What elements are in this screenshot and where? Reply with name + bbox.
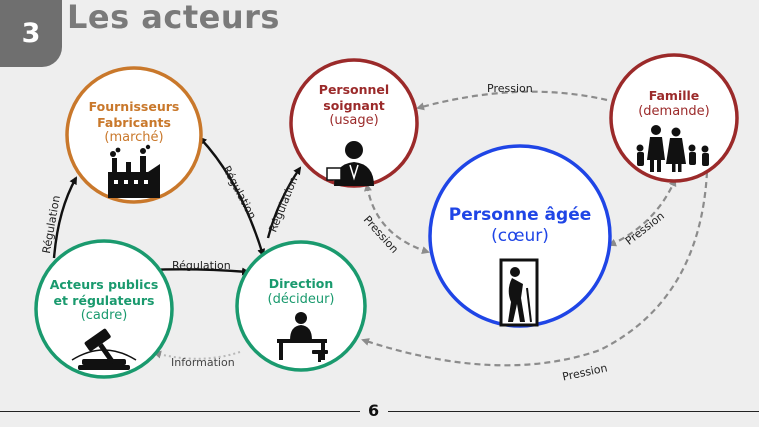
node-famille-role: (demande) <box>638 103 710 119</box>
node-direction-name: Direction <box>268 276 334 291</box>
doctor-icon <box>326 141 374 186</box>
footer-rule-right <box>388 411 759 412</box>
node-famille: Famille (demande) <box>624 88 724 120</box>
elderly-person-icon <box>499 258 539 327</box>
arrow-pression-famille-personnel <box>416 90 608 111</box>
node-fournisseurs: Fournisseurs Fabricants (marché) <box>84 99 184 147</box>
page-title: Les acteurs <box>67 0 280 36</box>
node-acteurs-name-line2: et régulateurs <box>53 292 155 308</box>
node-personnel-name-line2: soignant <box>323 97 385 113</box>
node-fournisseurs-circle <box>65 66 203 204</box>
node-acteurs: Acteurs publics et régulateurs (cadre) <box>44 277 164 325</box>
family-icon <box>636 125 709 172</box>
arrow-pression-personne-famille <box>608 178 677 247</box>
node-direction-circle <box>235 240 367 372</box>
node-acteurs-role: (cadre) <box>80 308 128 324</box>
node-fournisseurs-role: (marché) <box>104 130 164 146</box>
arrow-regulation-acteurs-fournisseurs <box>52 176 78 259</box>
node-personnel: Personnel soignant (usage) <box>304 82 404 130</box>
label-pression-famille-personnel: Pression <box>487 82 533 95</box>
node-acteurs-circle <box>34 239 174 379</box>
node-fournisseurs-name-line1: Fournisseurs <box>88 99 180 114</box>
arrow-pression-personnel-personne <box>364 183 430 254</box>
page-number: 6 <box>368 401 380 420</box>
gavel-icon <box>71 328 137 370</box>
arrow-regulation-direction-personnel <box>266 166 302 239</box>
node-personne-name: Personne âgée <box>448 205 592 225</box>
factory-icon <box>108 144 160 198</box>
node-personne-role: (cœur) <box>491 226 549 247</box>
section-number: 3 <box>21 18 41 49</box>
arrow-information-direction-acteurs <box>153 350 241 360</box>
manager-desk-icon <box>277 312 328 362</box>
node-personnel-name-line1: Personnel <box>318 82 390 97</box>
arrow-pression-famille-direction <box>361 171 709 367</box>
node-personne: Personne âgée (cœur) <box>440 205 600 248</box>
footer-rule-left <box>0 411 360 412</box>
label-information-direction-acteurs: Information <box>171 356 235 369</box>
section-number-badge: 3 <box>0 0 62 67</box>
node-famille-name: Famille <box>648 88 700 103</box>
node-acteurs-name-line1: Acteurs publics <box>49 277 159 292</box>
node-fournisseurs-name-line2: Fabricants <box>97 114 171 130</box>
node-direction: Direction (décideur) <box>251 276 351 308</box>
arrow-regulation-fournisseurs-direction <box>198 136 266 257</box>
node-direction-role: (décideur) <box>267 291 335 307</box>
node-personnel-role: (usage) <box>329 113 379 129</box>
label-regulation-acteurs-direction: Régulation <box>172 259 231 272</box>
